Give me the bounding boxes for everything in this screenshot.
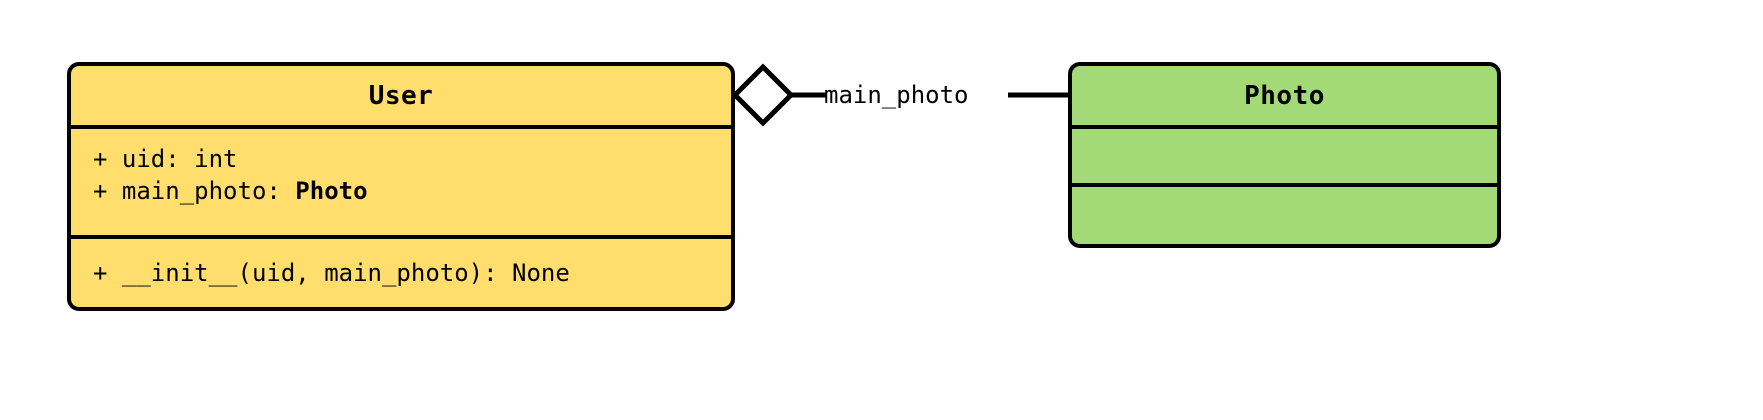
class-header-photo: Photo: [1072, 66, 1497, 125]
attribute-label: + main_photo:: [93, 177, 296, 205]
class-operations-photo: [1072, 183, 1497, 244]
class-operations-user: + __init__(uid, main_photo): None: [71, 235, 731, 307]
class-attributes-user: + uid: int + main_photo: Photo: [71, 125, 731, 235]
class-header-user: User: [71, 66, 731, 125]
class-attributes-photo: [1072, 125, 1497, 183]
attribute-row: + uid: int: [93, 145, 238, 173]
uml-class-user[interactable]: User + uid: int + main_photo: Photo + __…: [67, 62, 735, 311]
aggregation-diamond-icon: [731, 63, 795, 127]
class-name-photo: Photo: [1244, 80, 1325, 111]
uml-class-photo[interactable]: Photo: [1068, 62, 1501, 248]
class-name-user: User: [368, 80, 434, 111]
attribute-type: Photo: [295, 177, 368, 205]
association-label-main-photo: main_photo: [824, 81, 969, 109]
attribute-row: + main_photo: Photo: [93, 175, 731, 207]
operation-row: + __init__(uid, main_photo): None: [93, 259, 570, 287]
